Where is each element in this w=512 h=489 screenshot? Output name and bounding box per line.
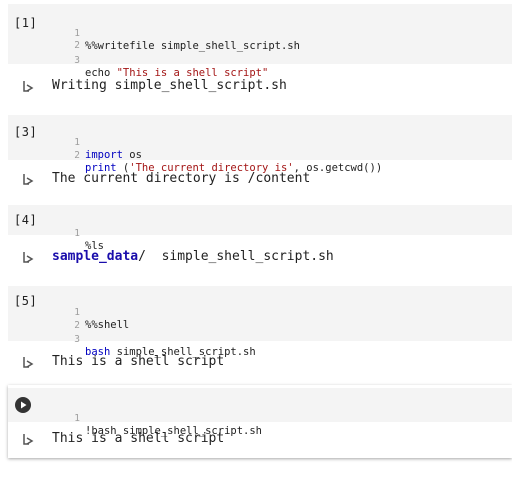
line-number: 2 [74, 40, 80, 51]
code-editor[interactable]: [4] 1 %ls [8, 205, 512, 252]
run-cell-button[interactable] [15, 397, 31, 413]
line-number: 1 [74, 228, 80, 239]
output-text: Writing simple_shell_script.sh [52, 78, 287, 93]
output-arrow-icon [23, 252, 34, 263]
output-arrow-icon [23, 174, 34, 185]
execution-count: [3] [14, 125, 38, 139]
cell-output: This is a shell script [8, 429, 512, 449]
code-line: print ('The current directory is', os.ge… [85, 162, 383, 174]
output-text: This is a shell script [52, 354, 225, 369]
line-number: 1 [74, 137, 80, 148]
play-icon [21, 401, 27, 409]
line-number: 1 [74, 307, 80, 318]
line-number: 1 [74, 413, 80, 424]
directory-link[interactable]: sample_data [52, 249, 139, 264]
code-editor[interactable]: [3] 1 import os 2 print ('The current di… [8, 115, 512, 174]
execution-count: [5] [14, 294, 38, 308]
code-cell-2[interactable]: [3] 1 import os 2 print ('The current di… [8, 115, 512, 195]
cell-output: sample_data/ simple_shell_script.sh [8, 247, 512, 267]
output-arrow-icon [23, 434, 34, 445]
code-line: echo "This is a shell script" [85, 67, 269, 79]
line-number: 2 [74, 150, 80, 161]
line-number: 3 [74, 55, 80, 66]
cell-output: Writing simple_shell_script.sh [8, 76, 512, 96]
code-editor[interactable]: 1 !bash simple_shell_script.sh [8, 388, 512, 437]
cell-output: The current directory is /content [8, 169, 512, 189]
line-number: 2 [74, 320, 80, 331]
output-text: This is a shell script [52, 431, 225, 446]
output-arrow-icon [23, 357, 34, 368]
code-cell-3[interactable]: [4] 1 %ls sample_data/ simple_shell_scri… [8, 205, 512, 275]
code-line: import os [85, 149, 142, 161]
code-editor[interactable]: [5] 1 %%shell 2 3 bash simple_shell_scri… [8, 286, 512, 358]
code-cell-4[interactable]: [5] 1 %%shell 2 3 bash simple_shell_scri… [8, 286, 512, 376]
line-number: 1 [74, 28, 80, 39]
code-cell-5-active[interactable]: 1 !bash simple_shell_script.sh This is a… [8, 385, 512, 458]
code-editor[interactable]: [1] 1 %%writefile simple_shell_script.sh… [8, 4, 512, 79]
output-text: The current directory is /content [52, 171, 311, 186]
code-line: %%shell [85, 319, 130, 331]
line-number: 3 [74, 334, 80, 345]
execution-count: [1] [14, 16, 38, 30]
code-cell-1[interactable]: [1] 1 %%writefile simple_shell_script.sh… [8, 4, 512, 99]
cell-output: This is a shell script [8, 352, 512, 372]
execution-count: [4] [14, 213, 38, 227]
code-line: !bash simple_shell_script.sh [85, 425, 263, 437]
code-line: %%writefile simple_shell_script.sh [85, 40, 300, 52]
output-arrow-icon [23, 81, 34, 92]
code-line: %ls [85, 240, 104, 252]
output-text: sample_data/ simple_shell_script.sh [52, 249, 334, 264]
code-line: bash simple_shell_script.sh [85, 346, 256, 358]
